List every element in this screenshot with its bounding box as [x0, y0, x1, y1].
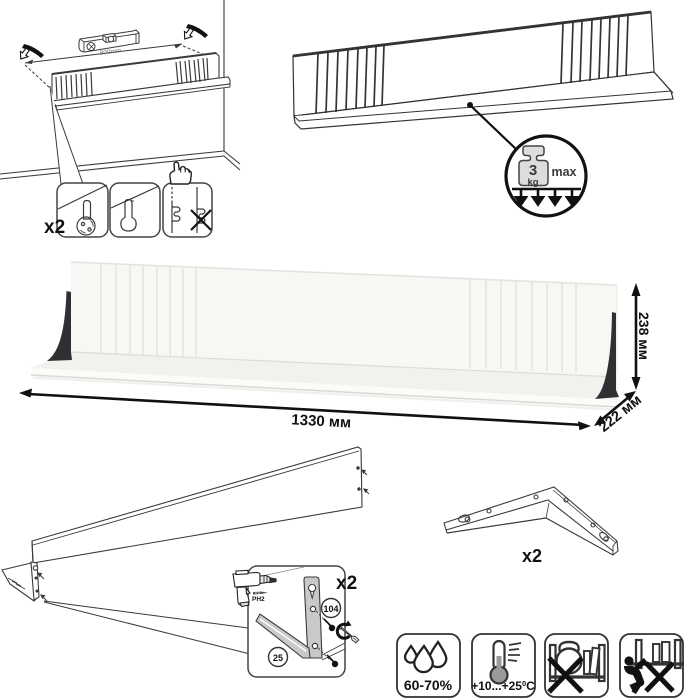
svg-text:3: 3 [529, 162, 537, 179]
svg-text:x2: x2 [44, 217, 65, 238]
svg-text:x2: x2 [336, 573, 357, 594]
svg-text:PH2: PH2 [252, 596, 265, 603]
svg-text:104: 104 [323, 604, 338, 614]
svg-text:60-70%: 60-70% [404, 677, 453, 693]
svg-text:kg: kg [527, 177, 538, 188]
svg-text:800mm: 800mm [99, 47, 121, 57]
svg-text:+10...+250C: +10...+250C [471, 679, 535, 693]
svg-text:1330 мм: 1330 мм [291, 411, 352, 431]
svg-text:x2: x2 [522, 546, 542, 566]
svg-text:25: 25 [273, 653, 283, 663]
svg-text:max: max [551, 165, 576, 179]
svg-text:238 мм: 238 мм [636, 312, 652, 360]
